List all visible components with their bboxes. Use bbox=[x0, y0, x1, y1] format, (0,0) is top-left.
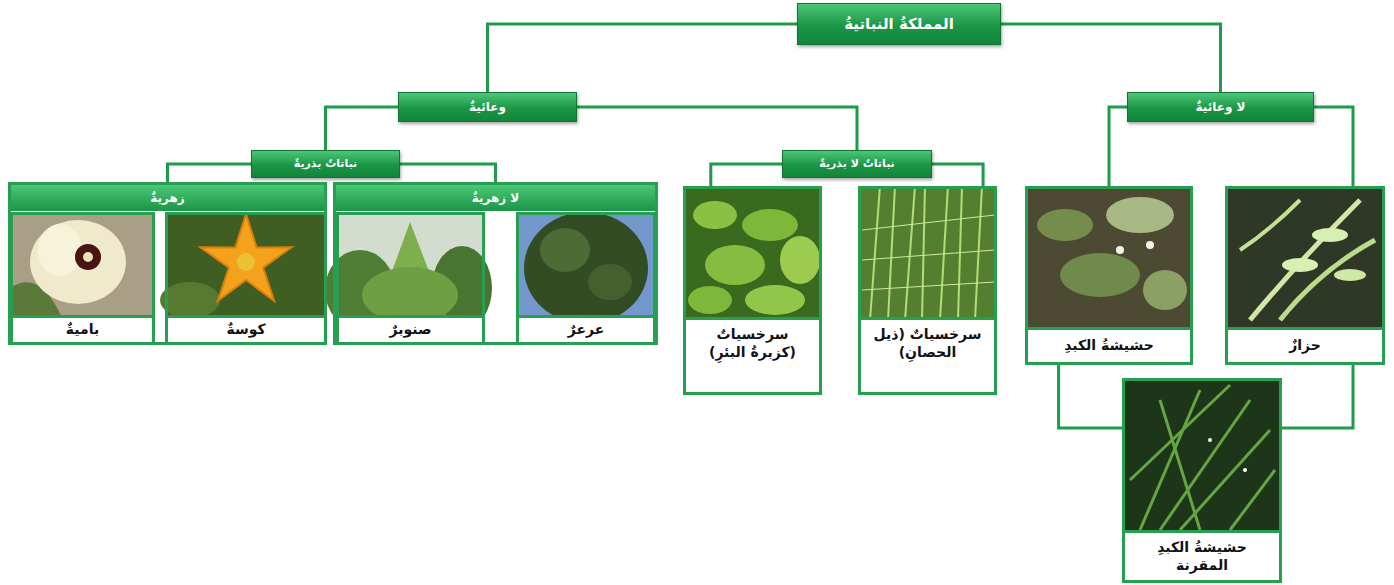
photo-card: حشيشةُ الكبدِ المقرنة bbox=[1122, 378, 1282, 583]
maidenhair-fern-photo bbox=[683, 186, 822, 320]
photo-card: سرخسياتٌ (ذيل الحصانِ) bbox=[858, 186, 997, 395]
node-label: وعائيةٌ bbox=[469, 100, 506, 115]
card-caption: حشيشةُ الكبدِ المقرنة bbox=[1125, 530, 1279, 580]
hornwort-photo bbox=[1122, 378, 1282, 534]
connector-line bbox=[1001, 24, 1221, 92]
category-box: لا وعائيةٌ bbox=[1127, 92, 1314, 122]
card-caption: عرعرٌ bbox=[519, 315, 653, 342]
liverwort-photo bbox=[1025, 186, 1193, 330]
connector-line bbox=[577, 107, 857, 150]
subcategory-box: نباتاتٌ لا بذريةٌ bbox=[782, 150, 932, 178]
photo-card: صنوبرٌ bbox=[336, 212, 485, 345]
photo-card: باميةٌ bbox=[10, 212, 155, 345]
photo-card: حشيشةُ الكبدِ bbox=[1025, 186, 1193, 365]
connector-line bbox=[711, 164, 782, 186]
category-box: وعائيةٌ bbox=[398, 92, 577, 122]
node-label: لا زهريةٌ bbox=[472, 191, 520, 206]
horsetail-photo bbox=[858, 186, 997, 320]
card-caption: سرخسياتٌ (كزبرةُ البئرِ) bbox=[686, 317, 819, 392]
card-caption: حزازٌ bbox=[1228, 327, 1382, 362]
group-frame: زهريةٌ كوسةٌ باميةٌ bbox=[8, 182, 327, 345]
connector-line bbox=[168, 164, 252, 182]
connector-line bbox=[932, 164, 983, 186]
connector-line bbox=[1314, 107, 1353, 186]
connector-line bbox=[1282, 365, 1353, 428]
node-label: سرخسياتٌ (ذيل الحصانِ) bbox=[868, 326, 988, 361]
zucchini-photo bbox=[160, 212, 327, 318]
root-box: المملكةُ النباتيةُ bbox=[797, 3, 1001, 45]
juniper-photo bbox=[516, 212, 656, 324]
connector-line bbox=[326, 107, 399, 150]
photo-card: كوسةٌ bbox=[165, 212, 327, 345]
pine-photo bbox=[325, 212, 492, 330]
node-label: زهريةٌ bbox=[150, 191, 184, 206]
connector-line bbox=[1109, 107, 1127, 186]
node-label: سرخسياتٌ (كزبرةُ البئرِ) bbox=[693, 326, 813, 361]
node-label: باميةٌ bbox=[66, 321, 99, 339]
node-label: حزازٌ bbox=[1289, 337, 1321, 355]
okra-photo bbox=[10, 212, 155, 318]
connector-line bbox=[400, 164, 496, 182]
node-label: حشيشةُ الكبدِ المقرنة bbox=[1142, 539, 1262, 574]
connector-line bbox=[488, 24, 798, 92]
group-header: لا زهريةٌ bbox=[336, 185, 655, 211]
node-label: حشيشةُ الكبدِ bbox=[1064, 337, 1154, 355]
connector-line bbox=[1059, 365, 1122, 428]
photo-card: سرخسياتٌ (كزبرةُ البئرِ) bbox=[683, 186, 822, 395]
card-caption: كوسةٌ bbox=[168, 315, 324, 342]
node-label: عرعرٌ bbox=[568, 321, 605, 339]
photo-card: عرعرٌ bbox=[516, 212, 656, 345]
moss-photo bbox=[1225, 186, 1385, 330]
node-label: صنوبرٌ bbox=[390, 321, 432, 339]
subcategory-box: نباتاتٌ بذريةٌ bbox=[251, 150, 400, 178]
photo-card: حزازٌ bbox=[1225, 186, 1385, 365]
node-label: المملكةُ النباتيةُ bbox=[844, 15, 954, 34]
card-caption: سرخسياتٌ (ذيل الحصانِ) bbox=[861, 317, 994, 392]
node-label: كوسةٌ bbox=[226, 321, 265, 339]
node-label: نباتاتٌ بذريةٌ bbox=[294, 157, 358, 171]
card-caption: صنوبرٌ bbox=[339, 315, 482, 342]
node-label: لا وعائيةٌ bbox=[1196, 100, 1246, 115]
card-caption: حشيشةُ الكبدِ bbox=[1028, 327, 1190, 362]
card-caption: باميةٌ bbox=[13, 315, 152, 342]
node-label: نباتاتٌ لا بذريةٌ bbox=[819, 157, 895, 171]
group-header: زهريةٌ bbox=[11, 185, 324, 211]
group-frame: لا زهريةٌ عرعرٌ صنوبرٌ bbox=[333, 182, 658, 345]
